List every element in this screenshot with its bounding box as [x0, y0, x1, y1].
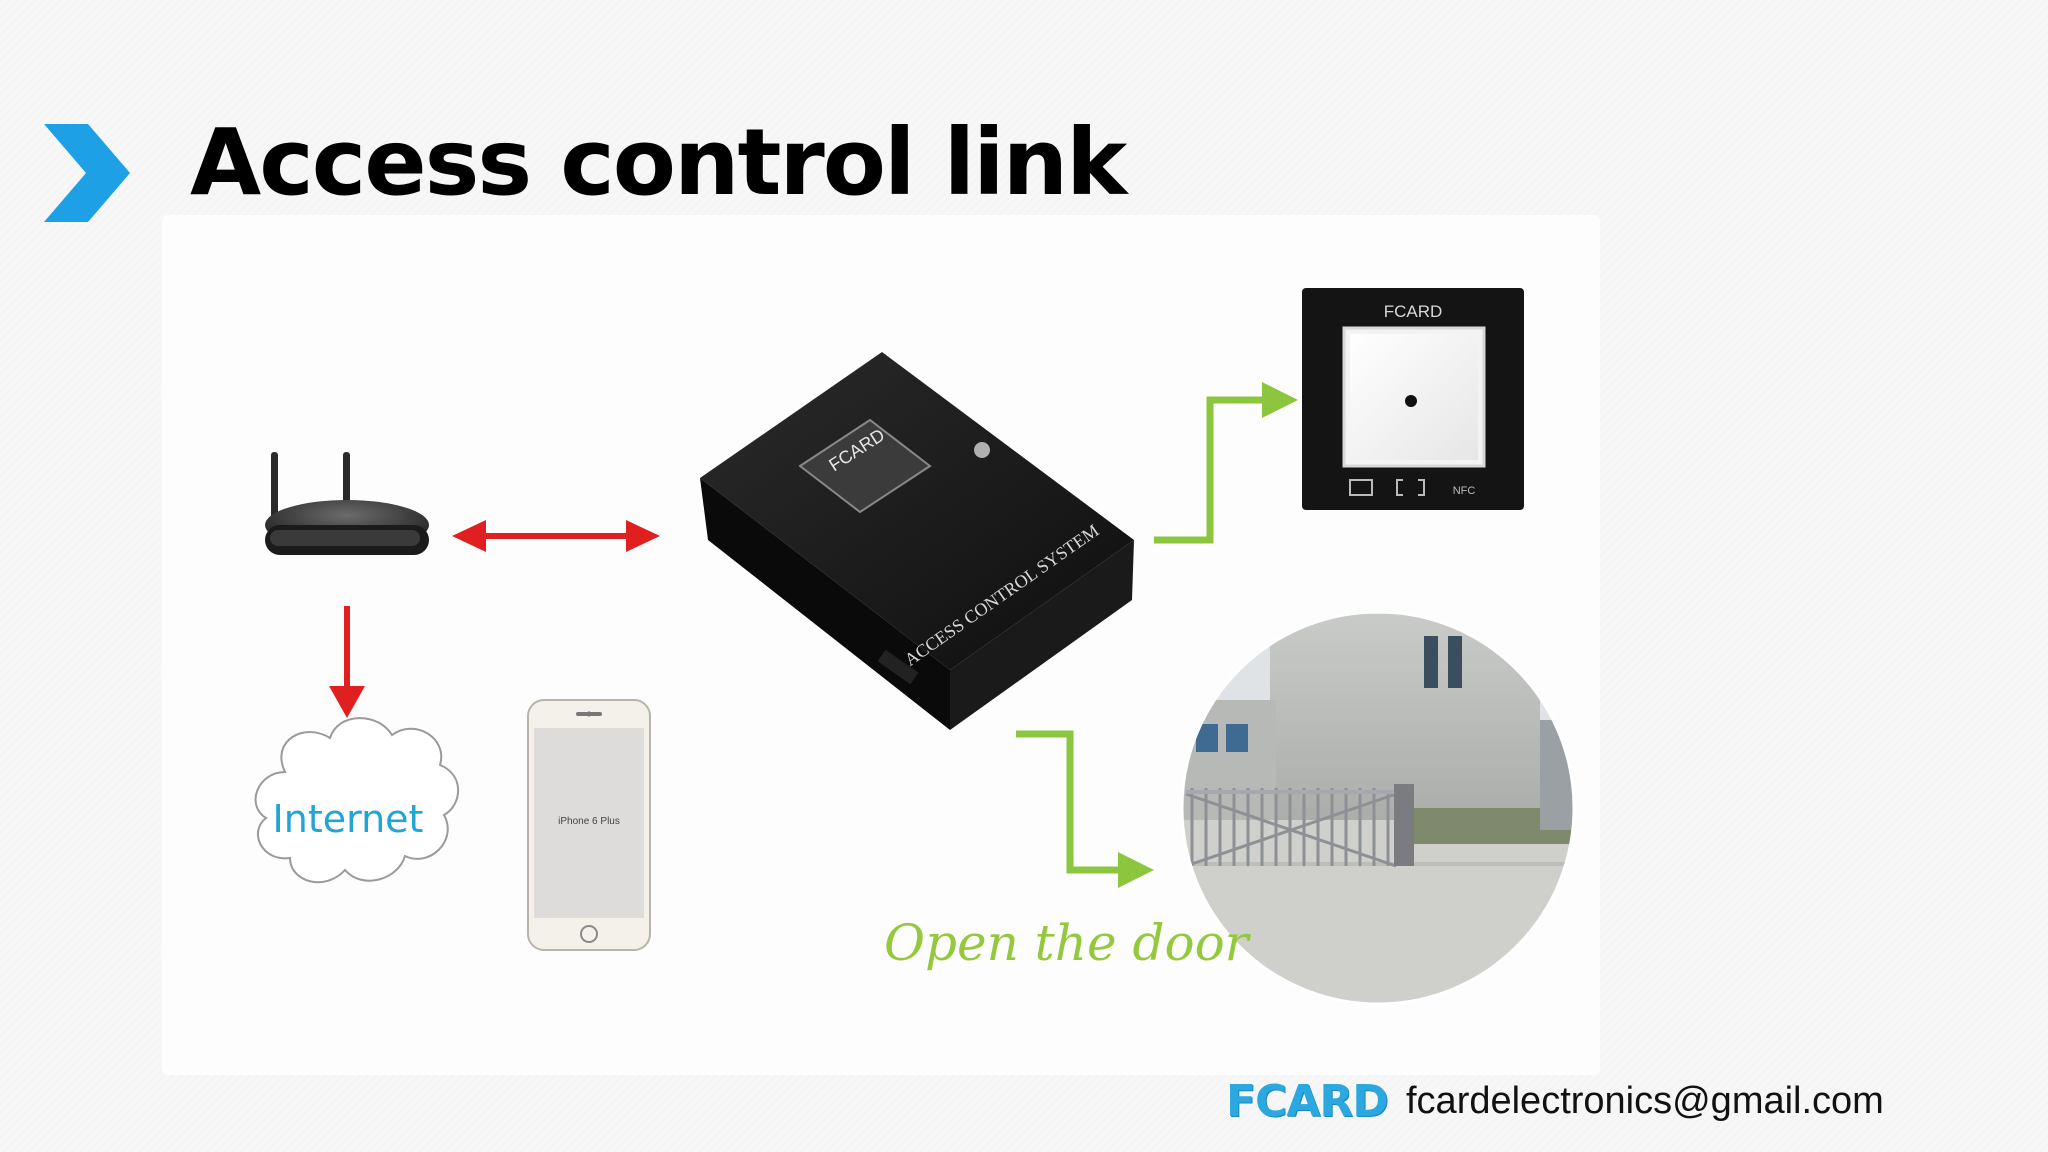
smartphone-icon: iPhone 6 Plus [527, 699, 651, 951]
controller-gate-arrow [1016, 730, 1154, 888]
reader-brand: FCARD [1384, 302, 1443, 321]
controller-reader-arrow [1154, 382, 1298, 544]
internet-label: Internet [273, 797, 424, 841]
controller-box-icon: FCARD ACCESS CONTROL SYSTEM [700, 352, 1134, 730]
reader-nfc-label: NFC [1453, 485, 1476, 497]
router-controller-link [452, 520, 660, 552]
gate-photo [1182, 612, 1574, 1004]
cloud-icon: Internet [254, 717, 459, 884]
open-door-label: Open the door [884, 914, 1249, 972]
router-internet-arrow [329, 606, 365, 718]
phone-label: iPhone 6 Plus [558, 816, 620, 827]
chevron-right-icon [44, 124, 130, 222]
fcard-logo: FCARD [1226, 1076, 1389, 1127]
card-reader-icon: FCARD NFC [1302, 288, 1524, 510]
contact-email: fcardelectronics@gmail.com [1406, 1080, 1884, 1122]
slide-title: Access control link [190, 109, 1127, 216]
router-icon [265, 452, 429, 555]
